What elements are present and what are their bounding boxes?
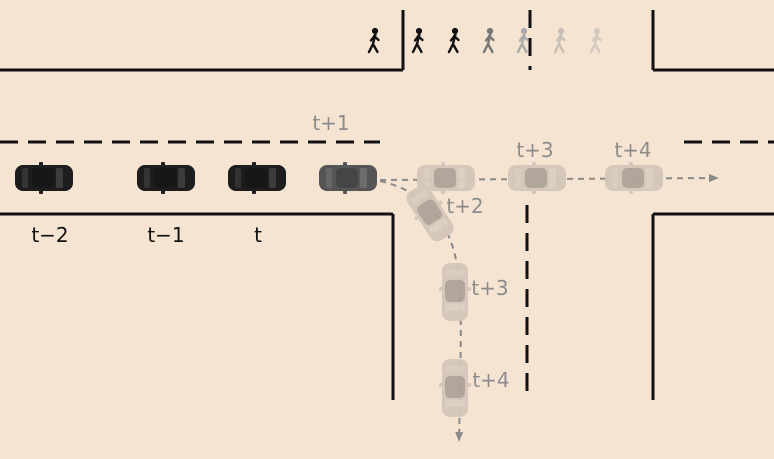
pedestrian-5-icon [516,27,529,54]
label-t-minus-1: t−1 [147,223,184,247]
lane-markings [0,10,774,395]
label-t-plus-2: t+2 [446,194,483,218]
label-t-plus-4-turn: t+4 [472,368,509,392]
pedestrian-7-icon [589,27,602,54]
label-t-plus-3-turn: t+3 [471,276,508,300]
car-t-icon [228,162,286,194]
observed-cars [15,162,377,194]
road-boundaries [0,10,774,400]
pedestrian-4-icon [482,27,495,54]
car-t-minus-2-icon [15,162,73,194]
label-t-plus-4-straight: t+4 [614,138,651,162]
pedestrian-3-icon [447,27,460,54]
label-t-plus-1: t+1 [312,111,349,135]
car-t-plus-1-icon [319,162,377,194]
car-t-minus-1-icon [137,162,195,194]
car-straight-t-plus-3-icon [508,162,566,194]
pedestrian-1-icon [367,27,380,54]
pedestrian-2-icon [411,27,424,54]
label-t-plus-3-straight: t+3 [516,138,553,162]
car-turn-t-plus-4-icon [439,359,471,417]
predicted-cars [400,162,663,417]
label-t-minus-2: t−2 [31,223,68,247]
pedestrian-6-icon [553,27,566,54]
car-straight-t-plus-4-icon [605,162,663,194]
car-turn-t-plus-3-icon [439,263,471,321]
label-t: t [254,223,262,247]
